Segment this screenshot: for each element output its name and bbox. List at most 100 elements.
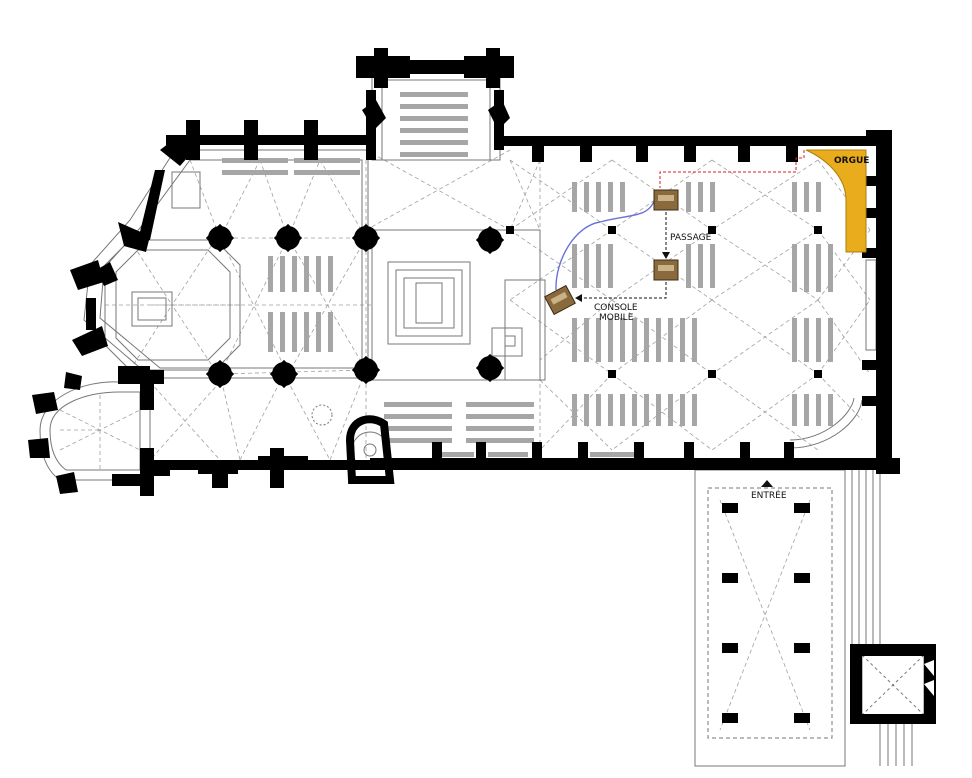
- pew: [400, 152, 468, 157]
- rib: [219, 237, 289, 375]
- rib: [719, 499, 811, 731]
- pew: [280, 256, 285, 292]
- porch-pillar: [722, 503, 738, 513]
- pier-core: [272, 362, 296, 386]
- pew: [668, 318, 673, 362]
- vault-ribs: [59, 149, 871, 731]
- pew: [608, 394, 613, 426]
- rib: [611, 229, 713, 301]
- pew: [222, 170, 288, 175]
- porch-pillar: [794, 503, 810, 513]
- pew: [466, 414, 534, 419]
- pillar: [708, 226, 716, 234]
- rib: [129, 304, 173, 371]
- rib: [129, 239, 173, 306]
- pew: [620, 182, 625, 212]
- pew: [384, 414, 452, 419]
- pew: [294, 158, 360, 163]
- pew: [572, 394, 577, 426]
- console-label-line2: MOBILE: [599, 313, 634, 323]
- pew: [584, 394, 589, 426]
- pew: [400, 92, 468, 97]
- pew: [584, 244, 589, 288]
- pew: [304, 256, 309, 292]
- console-label-line1: CONSOLE: [594, 303, 638, 313]
- rib: [287, 237, 367, 371]
- pew: [400, 128, 468, 133]
- rib: [219, 237, 289, 375]
- pew: [280, 312, 285, 352]
- pew: [792, 394, 797, 426]
- pew: [686, 244, 691, 288]
- pew: [572, 318, 577, 362]
- pew: [400, 116, 468, 121]
- pier-core: [208, 362, 232, 386]
- pew: [668, 394, 673, 426]
- pier-core: [478, 228, 502, 252]
- pew: [644, 394, 649, 426]
- pew: [632, 394, 637, 426]
- rib: [711, 159, 819, 231]
- pier-core: [276, 226, 300, 250]
- organ-route: [659, 150, 805, 188]
- pew: [596, 394, 601, 426]
- pew: [442, 452, 474, 457]
- porch-pillar: [794, 643, 810, 653]
- walls: [28, 48, 936, 724]
- pew: [792, 318, 797, 362]
- small-pillars: [506, 226, 822, 723]
- rib: [171, 304, 216, 371]
- pew: [644, 318, 649, 362]
- rib: [149, 381, 221, 461]
- pew: [400, 104, 468, 109]
- rib: [611, 229, 713, 301]
- pew: [792, 244, 797, 292]
- pew: [698, 182, 703, 212]
- rib: [711, 373, 819, 451]
- pew: [294, 170, 360, 175]
- pew: [608, 318, 613, 362]
- pew: [680, 394, 685, 426]
- rib: [287, 237, 367, 375]
- pews: [222, 92, 833, 457]
- pew: [804, 244, 809, 292]
- pew: [596, 244, 601, 288]
- rib: [509, 159, 541, 231]
- porch-pillar: [794, 713, 810, 723]
- pew: [384, 438, 452, 443]
- pew: [328, 312, 333, 352]
- pew: [828, 318, 833, 362]
- rib: [509, 299, 613, 375]
- pew: [686, 182, 691, 212]
- porch-pillar: [722, 573, 738, 583]
- rib: [611, 159, 713, 231]
- pier-core: [478, 356, 502, 380]
- pew: [466, 402, 534, 407]
- pew: [292, 312, 297, 352]
- organ-label: ORGUE: [834, 156, 869, 166]
- pew: [304, 312, 309, 352]
- console-move-arrows: [580, 212, 667, 299]
- rib: [219, 373, 241, 461]
- rib: [329, 369, 367, 461]
- pew: [710, 182, 715, 212]
- pew: [680, 318, 685, 362]
- rib: [817, 373, 863, 421]
- rib: [539, 299, 613, 361]
- pew: [620, 394, 625, 426]
- rib: [283, 373, 331, 461]
- rib: [719, 499, 811, 731]
- piers: [205, 223, 505, 389]
- pew: [620, 318, 625, 362]
- pew: [584, 182, 589, 212]
- pew: [792, 182, 797, 212]
- organ-console-fixed: [653, 189, 679, 211]
- pew: [710, 244, 715, 288]
- pew: [384, 402, 452, 407]
- pew: [222, 158, 288, 163]
- pew: [804, 182, 809, 212]
- organ-console-mobile: [544, 284, 576, 316]
- pew: [692, 318, 697, 362]
- pew: [572, 244, 577, 288]
- pew: [596, 318, 601, 362]
